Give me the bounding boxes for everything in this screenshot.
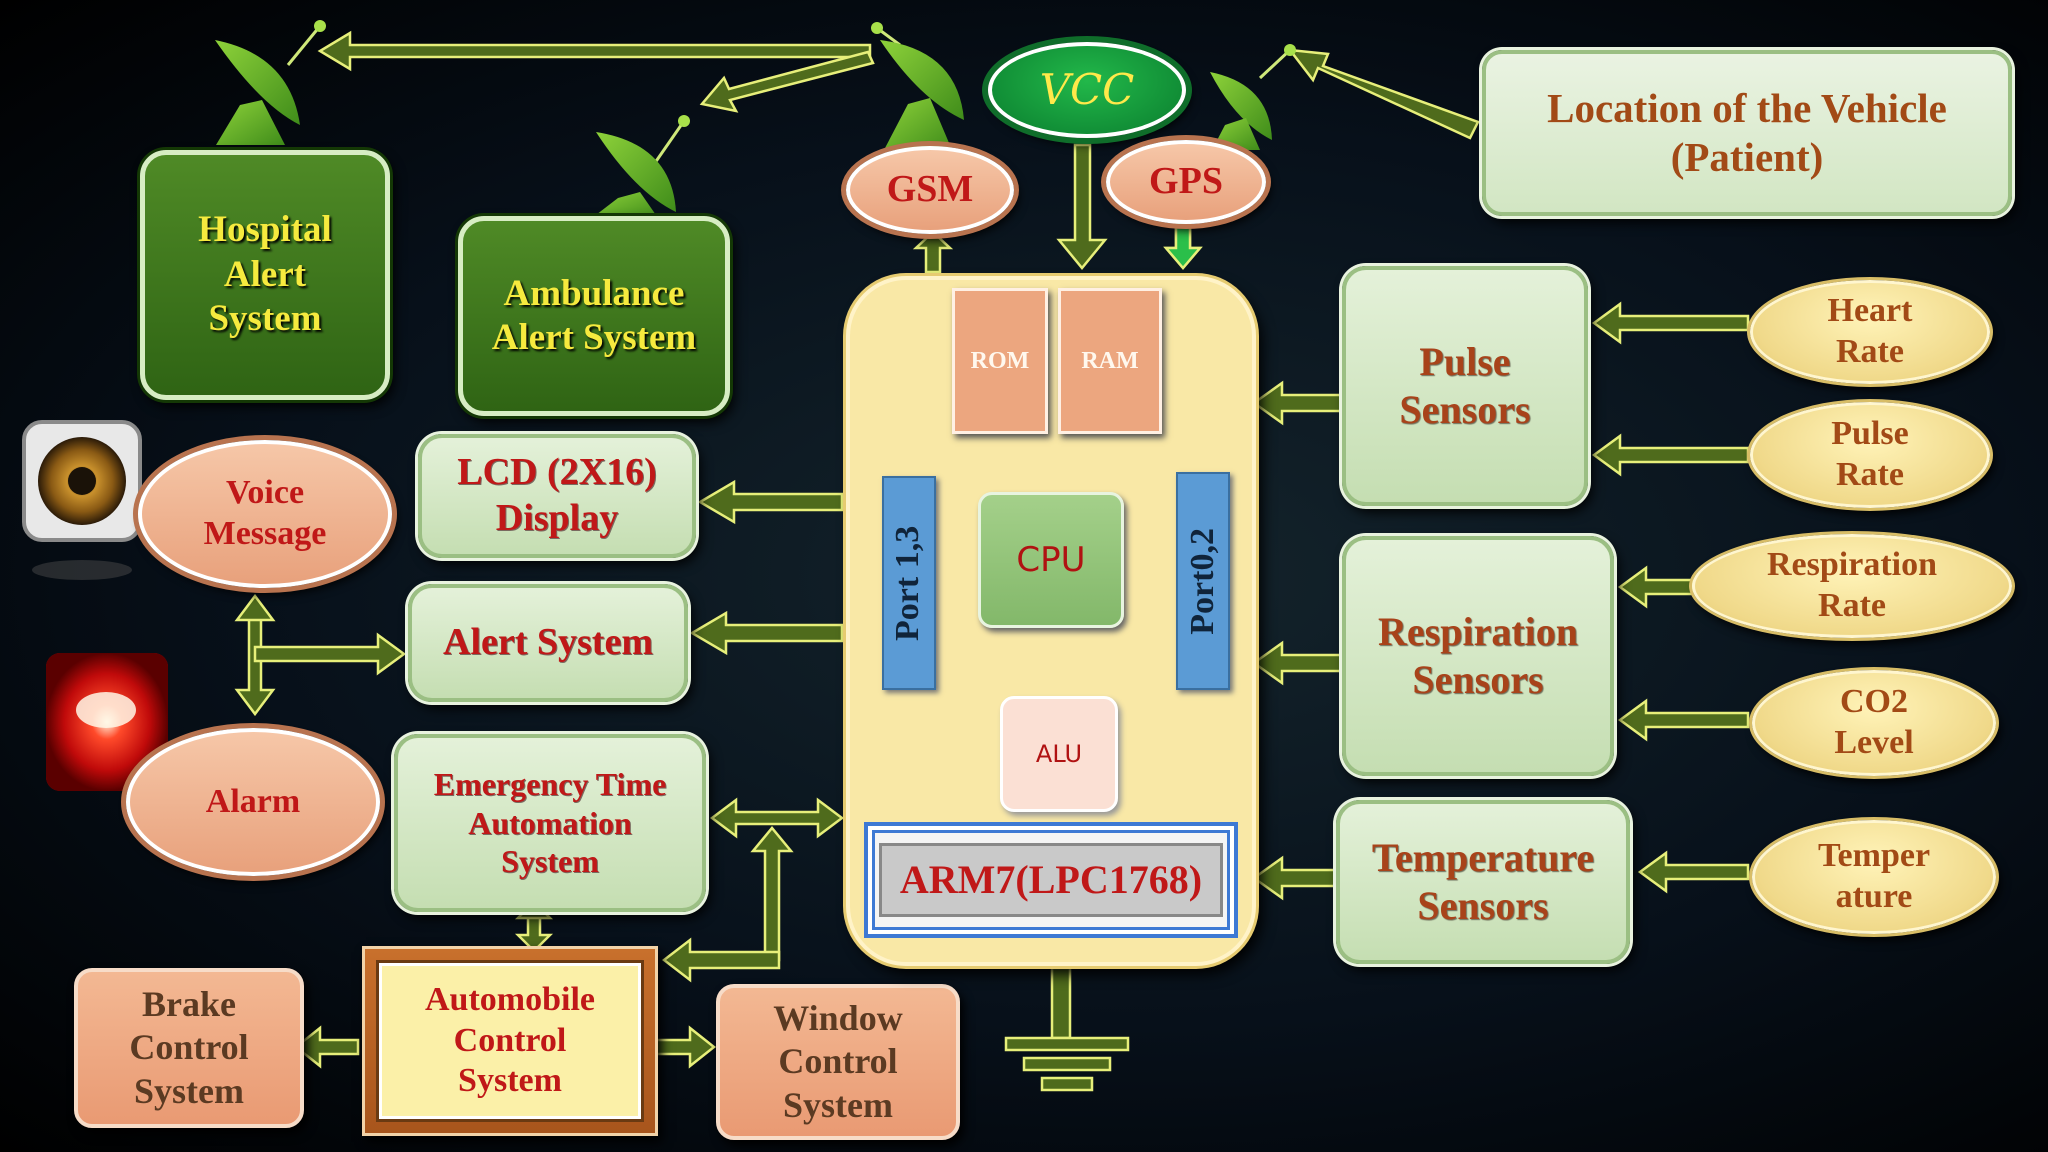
ground-wire	[1050, 966, 1072, 1040]
arrow-vertical-to-emergency-link	[750, 826, 794, 962]
red-siren-icon	[46, 653, 168, 791]
co2-level-node: CO2 Level	[1752, 670, 1996, 776]
arrow-emergency-mcu	[709, 797, 845, 839]
arrow-location-to-gps-dish	[1287, 48, 1480, 140]
arrow-mcu-to-gsm	[912, 230, 954, 274]
arrow-to-hospital-dish	[317, 30, 872, 72]
hospital-alert-label: Hospital Alert System	[198, 209, 332, 340]
automobile-control-node: Automobile Control System	[379, 963, 641, 1119]
respiration-rate-label: Respiration Rate	[1767, 546, 1937, 624]
location-label: Location of the Vehicle (Patient)	[1547, 84, 1947, 180]
ram-block: RAM	[1058, 288, 1162, 434]
satellite-dish-icon	[215, 20, 326, 145]
gps-node: GPS	[1106, 140, 1266, 224]
arm7-label: ARM7(LPC1768)	[899, 857, 1203, 902]
brake-control-node: Brake Control System	[74, 968, 304, 1128]
emergency-label: Emergency Time Automation System	[433, 766, 667, 880]
arrow-co2-to-respsensor	[1617, 698, 1750, 742]
vcc-node: VCC	[988, 42, 1186, 138]
satellite-dish-icon	[1210, 44, 1296, 150]
respiration-sensors-label: Respiration Sensors	[1378, 609, 1578, 702]
vcc-label: VCC	[1039, 64, 1135, 114]
pulse-rate-node: Pulse Rate	[1750, 402, 1990, 508]
respiration-rate-node: Respiration Rate	[1692, 534, 2012, 638]
alert-system-label: Alert System	[443, 621, 653, 664]
ram-label: RAM	[1081, 347, 1139, 374]
arrow-temp-to-tempsensor	[1637, 850, 1750, 894]
gsm-node: GSM	[846, 146, 1014, 234]
window-control-node: Window Control System	[716, 984, 960, 1140]
lcd-label: LCD (2X16) Display	[457, 451, 657, 539]
hospital-alert-system-node: Hospital Alert System	[140, 150, 390, 400]
gsm-label: GSM	[886, 168, 974, 211]
cpu-label: CPU	[1016, 539, 1086, 580]
arrow-respiration-sensors-to-mcu	[1251, 640, 1344, 686]
arrow-pulse-sensors-to-mcu	[1251, 380, 1344, 426]
temperature-sensors-node: Temperature Sensors	[1336, 800, 1630, 964]
satellite-dish-icon	[871, 22, 964, 150]
speaker-icon	[22, 420, 142, 580]
alu-block: ALU	[1000, 696, 1118, 812]
respiration-sensors-node: Respiration Sensors	[1342, 536, 1614, 776]
heart-rate-label: Heart Rate	[1827, 292, 1913, 370]
arrow-heart-to-pulse	[1591, 301, 1750, 345]
arrow-auto-to-window	[650, 1025, 717, 1069]
alu-label: ALU	[1035, 739, 1083, 768]
rom-block: ROM	[952, 288, 1048, 434]
port-1-3-block: Port 1,3	[882, 476, 936, 690]
arrow-mcu-to-alert	[689, 610, 844, 656]
automobile-control-frame: Automobile Control System	[362, 946, 658, 1136]
ground-icon	[1004, 1036, 1130, 1092]
voice-message-node: Voice Message	[138, 440, 392, 588]
arrow-mcu-to-lcd	[697, 479, 844, 525]
ambulance-alert-system-node: Ambulance Alert System	[458, 216, 730, 416]
arm7-chip-block: ARM7(LPC1768)	[864, 822, 1238, 938]
alert-system-node: Alert System	[408, 584, 688, 702]
arrow-temperature-sensors-to-mcu	[1251, 855, 1338, 901]
arrow-auto-to-brake	[293, 1025, 360, 1069]
brake-label: Brake Control System	[129, 984, 249, 1111]
ambulance-alert-label: Ambulance Alert System	[491, 272, 697, 358]
temperature-node: Temper ature	[1752, 820, 1996, 934]
pulse-sensors-label: Pulse Sensors	[1399, 339, 1531, 432]
rom-label: ROM	[970, 347, 1030, 374]
arrow-pulserate-to-pulse	[1591, 433, 1750, 477]
arm7-chip-inner: ARM7(LPC1768)	[878, 843, 1224, 917]
lcd-display-node: LCD (2X16) Display	[418, 434, 696, 558]
co2-level-label: CO2 Level	[1834, 683, 1914, 761]
pulse-sensors-node: Pulse Sensors	[1342, 266, 1588, 506]
alarm-label: Alarm	[205, 782, 301, 820]
emergency-automation-node: Emergency Time Automation System	[394, 734, 706, 912]
voice-message-label: Voice Message	[203, 474, 327, 552]
arrow-to-ambulance-dish	[699, 50, 875, 113]
window-label: Window Control System	[773, 998, 903, 1125]
port13-label: Port 1,3	[889, 525, 927, 641]
heart-rate-node: Heart Rate	[1750, 280, 1990, 384]
temperature-sensors-label: Temperature Sensors	[1371, 835, 1595, 928]
arrow-auto-to-vertical	[661, 937, 781, 983]
port-0-2-block: Port0,2	[1176, 472, 1230, 690]
arrow-vcc-to-mcu	[1056, 143, 1108, 270]
alarm-node: Alarm	[126, 728, 380, 876]
gps-down-arrow-green	[1163, 220, 1203, 270]
automobile-label: Automobile Control System	[425, 980, 595, 1100]
temperature-label: Temper ature	[1817, 837, 1931, 915]
arrow-branch-to-alert	[253, 632, 407, 676]
pulse-rate-label: Pulse Rate	[1831, 415, 1909, 493]
arrow-resp-to-respsensor	[1617, 565, 1694, 609]
port02-label: Port0,2	[1183, 527, 1221, 635]
satellite-dish-icon	[592, 115, 690, 218]
gps-label: GPS	[1149, 160, 1223, 203]
cpu-block: CPU	[978, 492, 1124, 628]
location-of-vehicle-node: Location of the Vehicle (Patient)	[1482, 50, 2012, 216]
